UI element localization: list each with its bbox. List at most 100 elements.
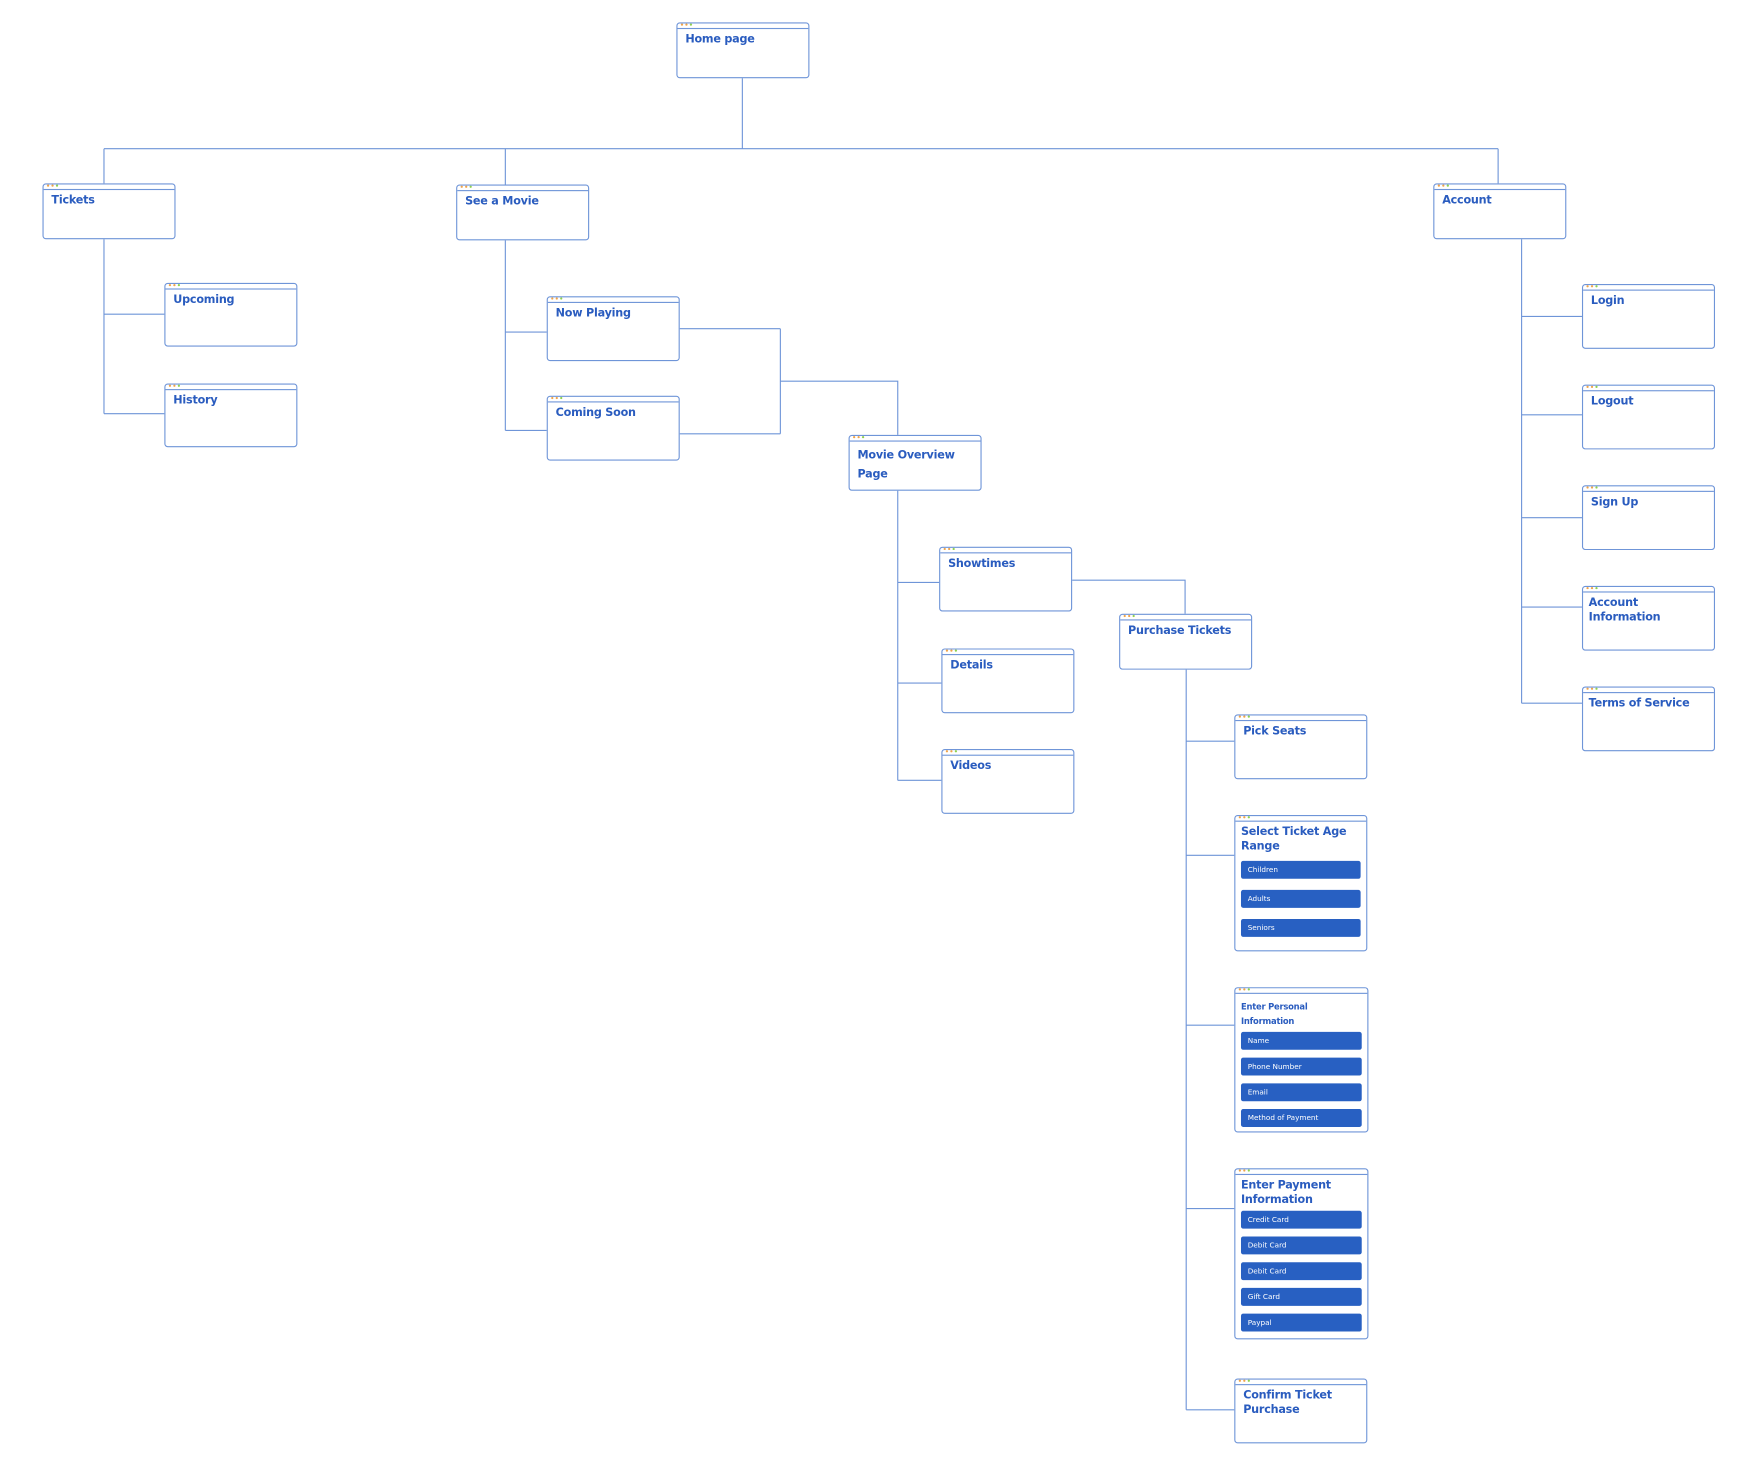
node-videos: Videos [941, 749, 1075, 814]
window-dot-icon [1590, 385, 1594, 388]
window-dot-icon [948, 547, 951, 551]
window-dots [1437, 184, 1449, 187]
node-login: Login [1581, 283, 1716, 349]
window-dot-icon [465, 185, 468, 188]
node-title: Purchase Tickets [1128, 624, 1232, 638]
node-title: Home page [685, 33, 755, 46]
window-dots [551, 297, 563, 300]
option-credit-card[interactable]: Credit Card [1240, 1210, 1362, 1229]
window-dot-icon [950, 649, 953, 652]
node-details: Details [941, 648, 1075, 714]
window-dot-icon [168, 283, 172, 287]
window-dot-icon [1446, 184, 1449, 187]
window-title-bar [1235, 1379, 1367, 1386]
window-dot-icon [177, 384, 180, 387]
window-dot-icon [1247, 715, 1250, 718]
window-dot-icon [560, 297, 563, 300]
window-dots [1238, 1379, 1250, 1382]
window-dots [1123, 614, 1135, 618]
window-dot-icon [1238, 1169, 1241, 1172]
node-title: Now Playing [555, 307, 631, 320]
option-paypal[interactable]: Paypal [1240, 1313, 1362, 1332]
window-dots [551, 396, 563, 400]
connector [1185, 669, 1235, 1411]
node-title: See a Movie [465, 195, 539, 208]
connector [504, 240, 547, 431]
window-title-bar [1434, 184, 1566, 191]
window-dot-icon [1247, 988, 1250, 991]
window-dot-icon [1238, 816, 1241, 819]
window-dot-icon [1586, 687, 1589, 690]
node-title: Sign Up [1590, 496, 1639, 509]
node-title: Enter Payment Information [1240, 1179, 1331, 1206]
window-dots [680, 23, 693, 26]
window-title-bar [1235, 715, 1367, 722]
window-title-bar [942, 649, 1074, 656]
window-dot-icon [551, 396, 554, 400]
window-dot-icon [1128, 614, 1131, 618]
window-title-bar [1235, 988, 1368, 994]
option-seniors[interactable]: Seniors [1240, 918, 1361, 937]
window-dot-icon [861, 436, 865, 439]
window-dot-icon [1243, 715, 1246, 718]
connector [1521, 239, 1582, 704]
option-debit-card[interactable]: Debit Card [1240, 1236, 1362, 1255]
window-dot-icon [1586, 285, 1589, 288]
node-title: Confirm Ticket Purchase [1243, 1389, 1332, 1416]
window-title-bar [1583, 586, 1714, 593]
node-title: Pick Seats [1243, 725, 1307, 738]
window-dots [1586, 586, 1598, 590]
window-dot-icon [945, 649, 949, 652]
option-adults[interactable]: Adults [1240, 889, 1361, 908]
field-method-of-payment[interactable]: Method of Payment [1240, 1109, 1362, 1127]
window-dot-icon [857, 436, 860, 439]
window-dot-icon [1586, 586, 1589, 590]
window-dot-icon [1595, 687, 1598, 690]
window-dot-icon [555, 297, 558, 300]
option-children[interactable]: Children [1240, 860, 1361, 879]
window-dot-icon [1590, 586, 1594, 590]
window-dot-icon [177, 283, 180, 287]
window-dot-icon [680, 23, 684, 26]
window-title-bar [940, 547, 1072, 554]
window-title-bar [1583, 285, 1714, 291]
window-dots [1238, 816, 1250, 819]
connector [103, 239, 165, 415]
node-title: Terms of Service [1588, 697, 1690, 710]
node-movie-overview-page: Movie Overview Page [848, 434, 982, 491]
connector [103, 78, 1499, 185]
window-title-bar [942, 750, 1074, 756]
option-debit-card[interactable]: Debit Card [1240, 1262, 1362, 1281]
field-phone-number[interactable]: Phone Number [1240, 1057, 1362, 1076]
option-gift-card[interactable]: Gift Card [1240, 1287, 1362, 1306]
node-coming-soon: Coming Soon [546, 395, 680, 461]
window-title-bar [849, 436, 981, 442]
node-see-a-movie: See a Movie [456, 184, 590, 241]
node-title: Logout [1590, 395, 1634, 409]
node-title: Videos [950, 760, 992, 773]
node-logout: Logout [1581, 384, 1716, 450]
window-dot-icon [685, 23, 688, 26]
node-title: Coming Soon [555, 406, 636, 420]
window-dot-icon [168, 384, 172, 387]
node-title: Enter Personal Information [1240, 1001, 1308, 1027]
field-name[interactable]: Name [1240, 1031, 1362, 1050]
window-dot-icon [943, 547, 946, 551]
window-title-bar [43, 184, 175, 191]
window-dot-icon [1595, 586, 1598, 590]
node-title: Details [950, 659, 993, 672]
window-dot-icon [1590, 285, 1594, 288]
field-email[interactable]: Email [1240, 1083, 1362, 1102]
connector [679, 328, 899, 435]
node-home-page: Home page [676, 22, 810, 79]
window-dot-icon [853, 436, 856, 439]
node-title: Select Ticket Age Range [1240, 826, 1347, 853]
window-dot-icon [1247, 816, 1250, 819]
node-upcoming: Upcoming [164, 282, 298, 347]
node-select-ticket-age-range: Select Ticket Age Range Children Adults … [1234, 815, 1368, 952]
connector [1072, 579, 1186, 614]
window-dot-icon [1595, 385, 1598, 388]
window-dot-icon [1586, 385, 1589, 388]
